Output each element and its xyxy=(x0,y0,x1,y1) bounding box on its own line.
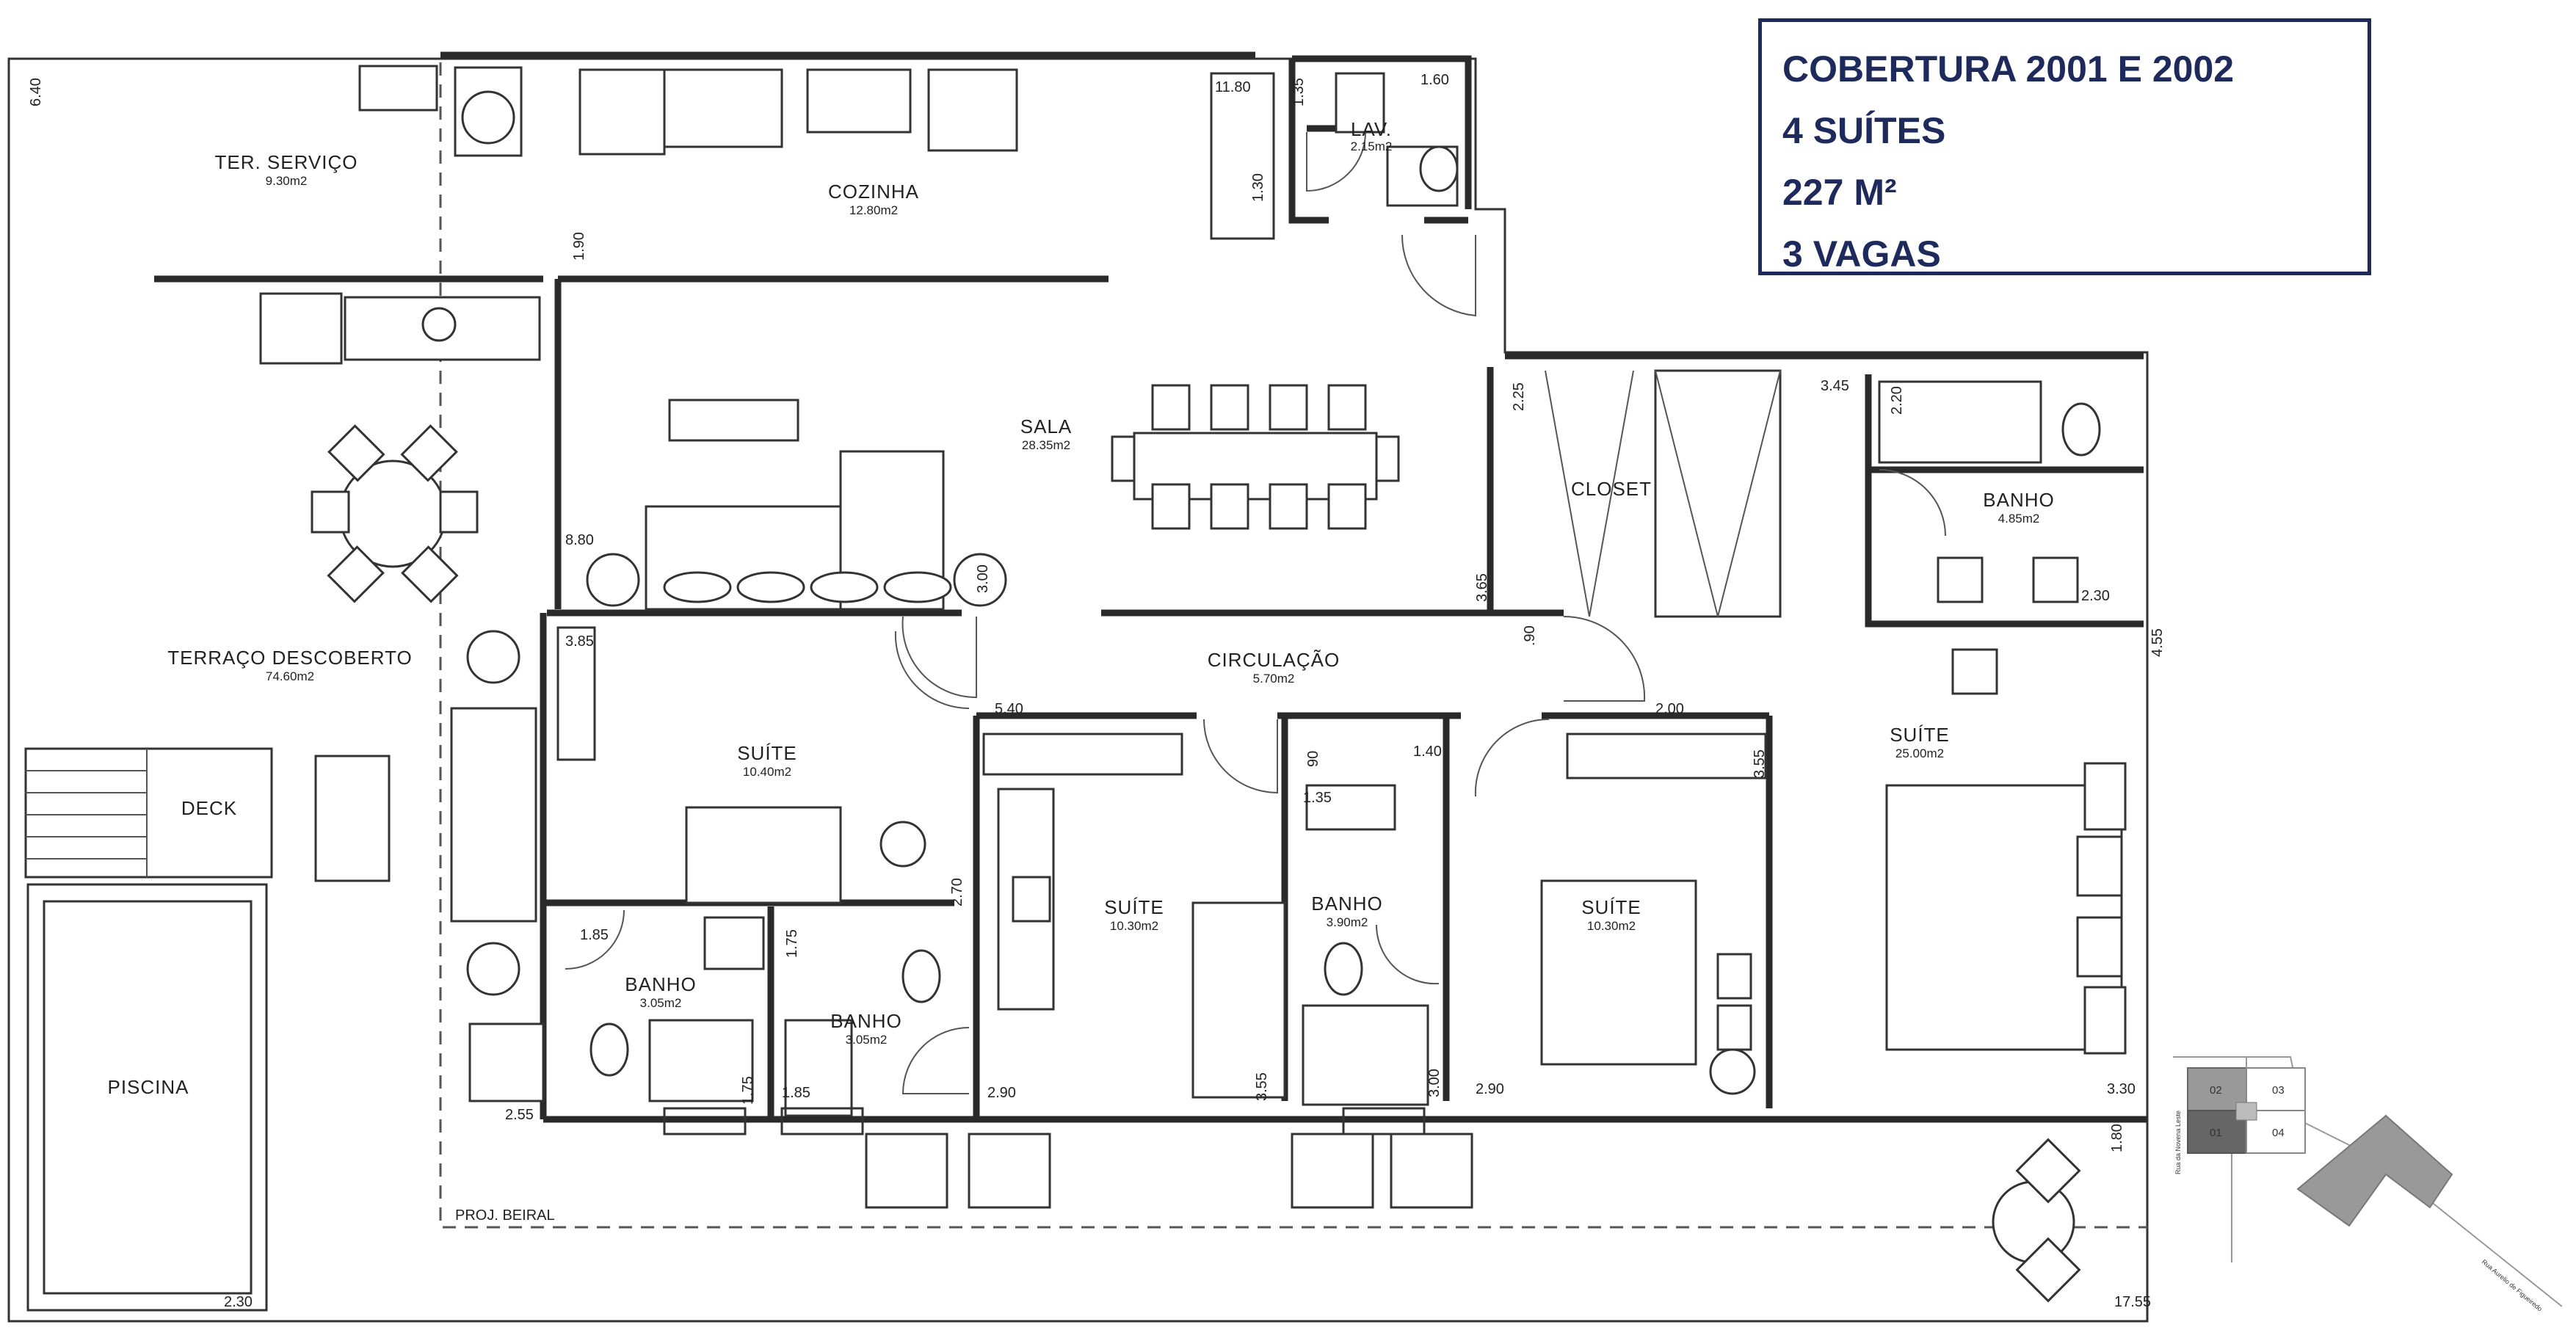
dim-175a: 1.75 xyxy=(784,929,800,958)
dim-135b: 1.35 xyxy=(1303,790,1332,806)
area-banho-2: 3.05m2 xyxy=(846,1033,888,1047)
key-unit-01: 01 xyxy=(2210,1127,2222,1139)
dim-200: 2.00 xyxy=(1655,701,1684,717)
dim-255: 2.55 xyxy=(505,1107,534,1123)
dim-880: 8.80 xyxy=(565,532,594,548)
area-suite-1: 10.40m2 xyxy=(743,765,791,779)
kitchen-fixtures xyxy=(259,65,1459,365)
label-terraco: TERRAÇO DESCOBERTO xyxy=(167,647,412,669)
dim-230a: 2.30 xyxy=(2081,588,2110,604)
dim-345: 3.45 xyxy=(1821,378,1849,394)
unit-info-box: COBERTURA 2001 E 2002 4 SUÍTES 227 M² 3 … xyxy=(1758,18,2371,275)
dim-180: 1.80 xyxy=(2109,1124,2125,1152)
label-suite-3: SUÍTE xyxy=(1581,896,1641,918)
label-circulacao: CIRCULAÇÃO xyxy=(1208,649,1340,671)
dim-135a: 1.35 xyxy=(1291,78,1307,106)
dim-300b: 3.00 xyxy=(1426,1069,1443,1097)
dim-355a: 3.55 xyxy=(1752,749,1768,778)
bathroom-fixtures xyxy=(589,145,2101,1117)
terrace-furniture xyxy=(311,424,2081,1303)
dim-1755: 17.55 xyxy=(2114,1294,2151,1310)
living-furniture xyxy=(586,384,1400,611)
doors xyxy=(565,131,1946,1094)
dim-190: 1.90 xyxy=(571,232,587,261)
dim-270: 2.70 xyxy=(949,878,965,906)
dim-1180: 11.80 xyxy=(1215,79,1251,95)
dim-455: 4.55 xyxy=(2149,628,2166,657)
area-sala: 28.35m2 xyxy=(1022,438,1070,452)
dim-130: 1.30 xyxy=(1250,173,1266,202)
area-suite-master: 25.00m2 xyxy=(1895,746,1944,760)
exterior-walls xyxy=(7,51,2149,1323)
dim-540: 5.40 xyxy=(995,701,1023,717)
unit-parking: 3 VAGAS xyxy=(1782,233,1941,275)
dimension-labels: 6.40 11.80 1.35 1.60 1.30 1.90 2.25 3.45… xyxy=(28,72,2166,1310)
label-closet: CLOSET xyxy=(1571,478,1652,500)
dim-230b: 2.30 xyxy=(224,1294,253,1310)
dim-90a: .90 xyxy=(1522,625,1538,646)
label-deck: DECK xyxy=(181,797,237,819)
dim-160: 1.60 xyxy=(1421,72,1449,88)
dim-175b: 1.75 xyxy=(740,1076,756,1105)
dim-640: 6.40 xyxy=(28,78,44,106)
area-ter-servico: 9.30m2 xyxy=(266,174,308,188)
key-plan: 02 03 01 04 Rua da Novena Leste Rua Aure… xyxy=(2173,1056,2562,1312)
label-banho-2: BANHO xyxy=(830,1010,901,1032)
label-suite-1: SUÍTE xyxy=(737,742,797,764)
key-unit-04: 04 xyxy=(2272,1127,2285,1139)
dim-90b: 90 xyxy=(1305,751,1321,767)
area-terraco: 74.60m2 xyxy=(266,669,314,683)
balcony-doors xyxy=(663,1107,1426,1135)
key-unit-03: 03 xyxy=(2272,1084,2285,1097)
dim-220: 2.20 xyxy=(1889,386,1905,415)
label-banho-master: BANHO xyxy=(1983,489,2054,511)
key-unit-02: 02 xyxy=(2210,1084,2222,1097)
dim-140: 1.40 xyxy=(1413,744,1442,760)
unit-title: COBERTURA 2001 E 2002 xyxy=(1782,48,2235,90)
label-suite-master: SUÍTE xyxy=(1890,724,1950,746)
key-street-top: Rua da Novena Leste xyxy=(2174,1111,2182,1174)
projection-eave-line xyxy=(439,62,2147,1229)
label-cozinha: COZINHA xyxy=(828,181,919,203)
dim-385: 3.85 xyxy=(565,633,594,650)
label-ter-servico: TER. SERVIÇO xyxy=(214,151,358,173)
dim-355b: 3.55 xyxy=(1254,1072,1270,1101)
unit-area: 227 M² xyxy=(1782,172,1897,213)
area-banho-master: 4.85m2 xyxy=(1998,512,2040,526)
label-proj-beiral: PROJ. BEIRAL xyxy=(455,1207,555,1224)
deck-and-pool xyxy=(24,747,273,1312)
area-lav: 2.15m2 xyxy=(1351,139,1393,153)
suite-furniture xyxy=(556,369,2127,1099)
label-banho-1: BANHO xyxy=(625,973,696,995)
area-suite-3: 10.30m2 xyxy=(1587,919,1636,933)
label-suite-2: SUÍTE xyxy=(1104,896,1164,918)
unit-suites: 4 SUÍTES xyxy=(1782,110,1946,151)
dim-290a: 2.90 xyxy=(987,1085,1016,1101)
room-labels: TER. SERVIÇO 9.30m2 COZINHA 12.80m2 LAV.… xyxy=(107,118,2054,1224)
dim-330: 3.30 xyxy=(2107,1081,2136,1097)
dim-300a: 3.00 xyxy=(975,564,991,593)
area-banho-3: 3.90m2 xyxy=(1327,915,1368,929)
label-sala: SALA xyxy=(1020,415,1073,437)
area-banho-1: 3.05m2 xyxy=(640,996,682,1010)
label-lav: LAV. xyxy=(1351,118,1392,140)
dim-290b: 2.90 xyxy=(1476,1081,1504,1097)
dim-365: 3.65 xyxy=(1474,573,1490,602)
area-suite-2: 10.30m2 xyxy=(1110,919,1158,933)
dim-185b: 1.85 xyxy=(782,1085,810,1101)
dim-185a: 1.85 xyxy=(580,927,609,943)
dim-225: 2.25 xyxy=(1511,382,1527,411)
label-banho-3: BANHO xyxy=(1311,893,1382,915)
area-cozinha: 12.80m2 xyxy=(849,203,898,217)
area-circulacao: 5.70m2 xyxy=(1253,672,1295,686)
label-piscina: PISCINA xyxy=(107,1076,189,1098)
